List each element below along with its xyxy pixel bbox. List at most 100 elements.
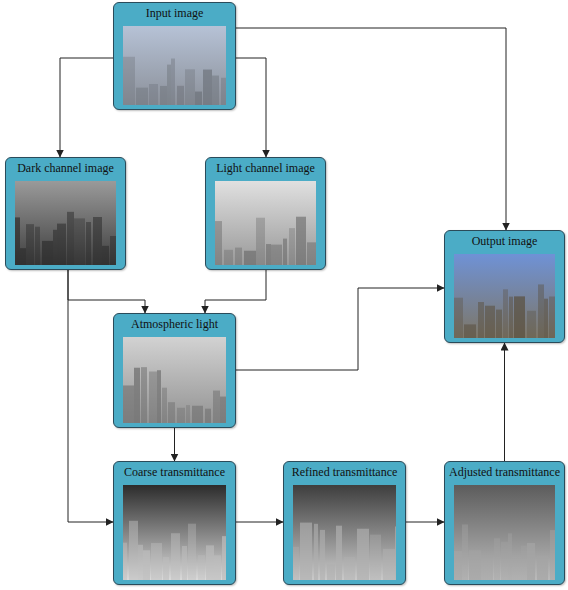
building-shape [93,217,102,265]
building-shape [171,59,175,105]
building-shape [327,564,335,580]
building-shape [283,239,287,265]
building-shape [464,324,476,338]
building-shape [168,402,175,423]
building-shape [192,406,203,423]
building-shape [527,311,536,338]
photo-ground [215,181,316,265]
building-shape [222,536,226,580]
building-shape [57,224,66,265]
building-shape [550,530,555,580]
building-shape [157,370,161,423]
building-shape [149,372,157,423]
building-shape [478,302,484,338]
building-shape [160,86,167,105]
process-box: Refined transmittance [283,461,406,585]
building-shape [307,242,316,265]
building-shape [206,545,214,580]
box-title: Atmospheric light [114,314,235,335]
flow-arrow [174,428,175,461]
flow-arrow [236,288,444,370]
building-shape [235,248,242,265]
photo-thumbnail [15,181,116,265]
building-shape [544,299,548,338]
building-shape [15,217,20,265]
building-shape [336,526,342,580]
building-shape [215,221,222,265]
building-shape [538,284,544,338]
building-shape [221,78,226,105]
photo-ground [15,181,116,265]
building-shape [512,559,521,580]
box-title: Refined transmittance [284,462,405,483]
building-shape [74,218,85,265]
photo-thumbnail [123,337,226,423]
box-title: Light channel image [206,158,325,179]
photo-ground [123,485,226,580]
building-shape [67,212,74,265]
box-title: Input image [114,3,235,24]
building-shape [162,388,167,423]
building-shape [509,297,513,338]
building-shape [549,297,555,338]
building-shape [469,550,481,580]
flow-arrow [236,522,283,523]
building-shape [167,65,171,105]
flow-arrow [236,58,266,157]
building-shape [141,367,147,423]
building-shape [110,236,116,265]
photo-thumbnail [123,485,226,580]
building-shape [485,306,495,338]
box-title: Dark channel image [6,158,125,179]
building-shape [220,397,226,423]
building-shape [20,248,26,265]
building-shape [186,405,190,423]
building-shape [195,92,202,105]
flow-arrow [205,270,266,313]
flow-arrow [68,270,145,313]
process-box: Dark channel image [5,157,126,270]
building-shape [224,250,233,265]
process-box: Light channel image [205,157,326,270]
building-shape [293,547,299,580]
building-shape [454,551,462,580]
building-shape [256,218,265,265]
building-shape [514,296,525,338]
building-shape [521,546,527,580]
building-shape [300,523,312,580]
building-shape [266,244,271,265]
building-shape [503,289,508,338]
building-shape [370,535,381,580]
building-shape [213,391,220,423]
building-shape [501,542,508,580]
process-box: Output image [444,230,565,343]
building-shape [357,529,369,580]
process-box: Coarse transmittance [113,461,236,585]
building-shape [320,530,325,580]
building-shape [214,555,221,580]
building-shape [537,555,548,580]
building-shape [203,70,212,105]
process-box: Input image [113,2,236,110]
building-shape [198,555,205,580]
building-shape [212,76,219,105]
building-shape [177,408,185,423]
building-shape [171,533,180,580]
building-shape [395,527,396,580]
building-shape [508,533,512,580]
box-title: Output image [445,231,564,252]
building-shape [462,524,468,580]
building-shape [289,228,295,265]
building-shape [123,543,127,580]
photo-thumbnail [123,26,226,105]
building-shape [26,224,34,265]
building-shape [481,557,493,580]
building-shape [182,546,187,580]
flow-arrow [68,270,113,522]
flow-arrow [504,343,505,461]
building-shape [527,543,535,580]
building-shape [314,524,318,580]
process-box: Atmospheric light [113,313,236,428]
box-title: Coarse transmittance [114,462,235,483]
